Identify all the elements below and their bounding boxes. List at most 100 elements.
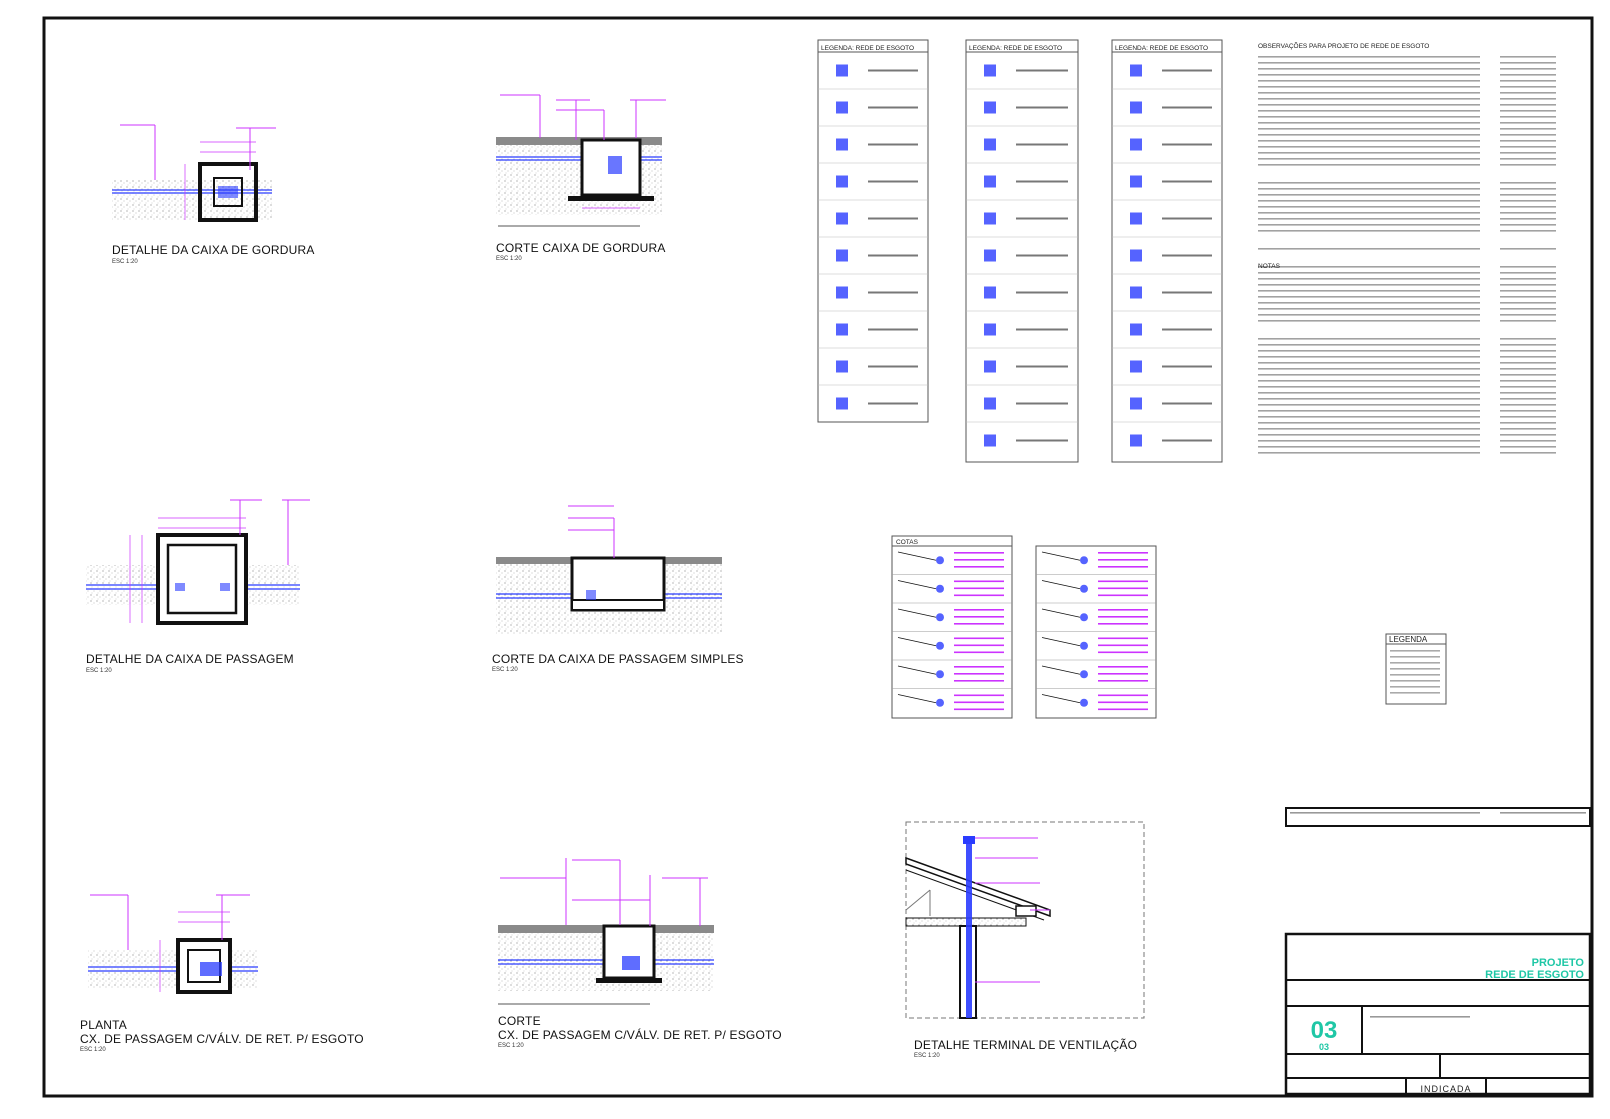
cota-marker-icon	[936, 584, 944, 593]
legend-symbol-icon	[1130, 64, 1142, 77]
notes-subheading: NOTAS	[1258, 263, 1281, 270]
detail-passage-box-plan	[86, 499, 310, 625]
scale-value: INDICADA	[1420, 1084, 1471, 1094]
drawing-title-5: PLANTA	[80, 1018, 127, 1032]
legend-symbol-icon	[1130, 101, 1142, 114]
cota-text-line	[954, 623, 1004, 625]
legend-symbol-icon	[1130, 434, 1142, 447]
cotas-table-2	[1035, 545, 1157, 719]
cota-marker-icon	[1080, 670, 1088, 679]
cota-marker-icon	[1080, 613, 1088, 622]
legend-symbol-icon	[836, 397, 848, 410]
legend-row-text-line	[1162, 254, 1212, 257]
cota-leader-line	[1041, 580, 1081, 590]
cota-text-line	[954, 559, 1004, 561]
legend-row-text-line	[1016, 69, 1068, 72]
legend-symbol-icon	[984, 64, 996, 77]
cota-text-line	[954, 644, 1004, 647]
legend-row-text-line	[1162, 439, 1212, 442]
notes-block	[1258, 54, 1556, 454]
legend-row-text-line	[1016, 365, 1068, 368]
cota-text-line	[954, 552, 1004, 554]
legend-symbol-icon	[836, 249, 848, 262]
cota-text-line	[954, 580, 1004, 583]
legend-row-text-line	[1016, 180, 1068, 183]
cota-text-line	[954, 673, 1004, 675]
legend-row-text-line	[1016, 402, 1068, 405]
sheet-total: 03	[1319, 1042, 1329, 1052]
drawing-scale-1: ESC 1:20	[112, 259, 138, 265]
cota-leader-line	[897, 637, 937, 647]
title-block: PROJETO REDE DE ESGOTO 03 03 INDICADA	[1284, 807, 1592, 1096]
legend-row-text-line	[868, 402, 918, 405]
drawing-scale-4: ESC 1:20	[492, 667, 518, 673]
legend-table-3-header: LEGENDA: REDE DE ESGOTO	[1115, 45, 1208, 52]
legend-symbol-icon	[984, 434, 996, 447]
project-name: REDE DE ESGOTO	[1485, 969, 1584, 981]
cota-text-line	[954, 680, 1004, 682]
drawing-title-1: DETALHE DA CAIXA DE GORDURA	[112, 243, 315, 257]
drawing-scale-2: ESC 1:20	[496, 256, 522, 262]
drawing-scale-5: ESC 1:20	[80, 1047, 106, 1053]
drawing-title-6b: CX. DE PASSAGEM C/VÁLV. DE RET. P/ ESGOT…	[498, 1028, 782, 1042]
cota-text-line	[954, 666, 1004, 668]
legend-symbol-icon	[1130, 212, 1142, 225]
cota-text-line	[1098, 587, 1148, 590]
legend-row-text-line	[1016, 143, 1068, 146]
legend-table-2-header: LEGENDA: REDE DE ESGOTO	[969, 45, 1062, 52]
legend-row-text-line	[1016, 217, 1068, 220]
legend-symbol-icon	[984, 249, 996, 262]
cota-text-line	[954, 566, 1004, 568]
cota-leader-line	[897, 551, 937, 561]
cota-marker-icon	[1080, 584, 1088, 593]
legend-row-text-line	[1016, 106, 1068, 109]
drawing-title-6: CORTE	[498, 1014, 541, 1028]
drawing-scale-6: ESC 1:20	[498, 1043, 524, 1049]
cota-text-line	[1098, 644, 1148, 647]
legend-row-text-line	[868, 106, 918, 109]
cota-text-line	[1098, 609, 1148, 611]
cota-leader-line	[1041, 551, 1081, 561]
cota-text-line	[954, 701, 1004, 704]
drawing-title-4: CORTE DA CAIXA DE PASSAGEM SIMPLES	[492, 652, 744, 666]
detail-grease-box-plan	[112, 124, 276, 222]
cota-text-line	[1098, 552, 1148, 554]
legend-symbol-icon	[836, 286, 848, 299]
cota-text-line	[1098, 701, 1148, 704]
legend-row-text-line	[1016, 439, 1068, 442]
legend-table-2	[965, 39, 1079, 463]
legend-symbol-icon	[836, 360, 848, 373]
cota-text-line	[1098, 566, 1148, 568]
section-grease-box	[496, 94, 666, 227]
cota-text-line	[1098, 616, 1148, 618]
section-passage-box-check-valve	[498, 858, 714, 1005]
cotas-label: COTAS	[896, 539, 919, 546]
legend-symbol-icon	[984, 138, 996, 151]
legend-symbol-icon	[836, 64, 848, 77]
legend-symbol-icon	[1130, 360, 1142, 373]
cota-leader-line	[897, 694, 937, 704]
legend-symbol-icon	[1130, 249, 1142, 262]
cota-text-line	[954, 616, 1004, 618]
cota-marker-icon	[936, 556, 944, 565]
cota-text-line	[1098, 580, 1148, 583]
legend-symbol-icon	[836, 212, 848, 225]
cota-marker-icon	[1080, 556, 1088, 565]
cota-text-line	[954, 587, 1004, 590]
cota-text-line	[954, 609, 1004, 611]
cota-marker-icon	[936, 670, 944, 679]
cota-text-line	[1098, 666, 1148, 668]
legend-row-text-line	[868, 143, 918, 146]
section-simple-passage-box	[496, 505, 722, 634]
cota-text-line	[1098, 694, 1148, 697]
legend-symbol-icon	[984, 101, 996, 114]
legend-row-text-line	[868, 365, 918, 368]
cota-leader-line	[1041, 608, 1081, 618]
legend-row-text-line	[1162, 69, 1212, 72]
legend-row-text-line	[1162, 328, 1212, 331]
notes-heading: OBSERVAÇÕES PARA PROJETO DE REDE DE ESGO…	[1258, 41, 1429, 50]
legend-row-text-line	[1162, 180, 1212, 183]
cota-leader-line	[897, 608, 937, 618]
